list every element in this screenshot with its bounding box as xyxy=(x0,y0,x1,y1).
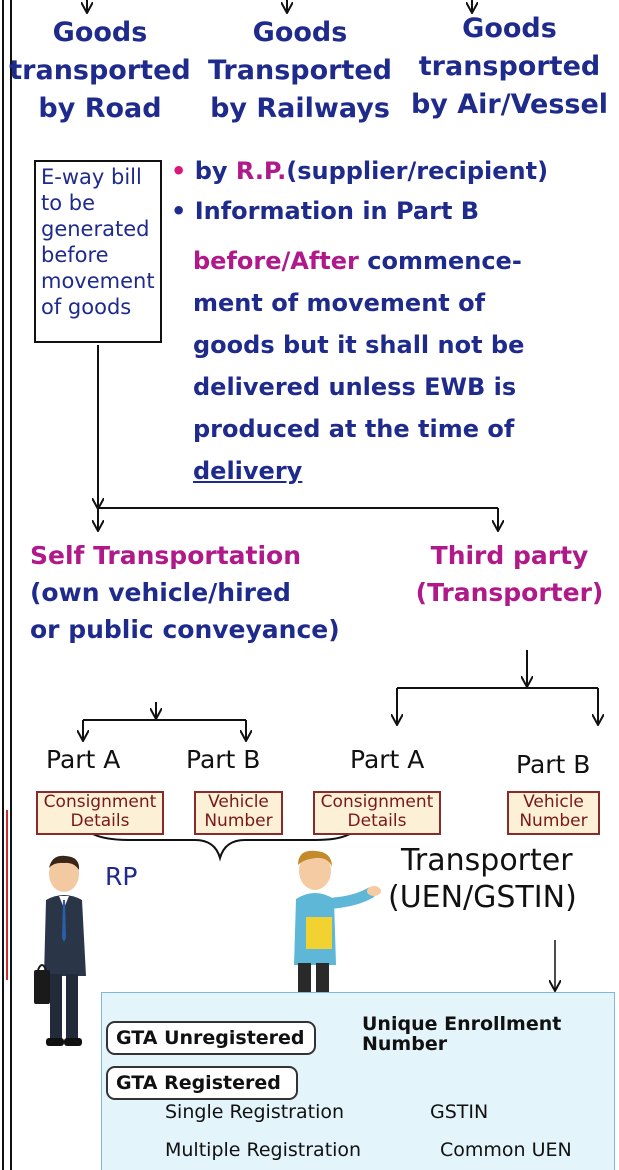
uen-label-line2: Number xyxy=(362,1033,448,1055)
eway-bill-box: E-way bill to be generated before moveme… xyxy=(34,160,162,343)
self-transport-line1: Self Transportation xyxy=(30,541,302,570)
tag-vehicle-third-l1: Vehicle xyxy=(523,792,584,812)
transporter-line1: Transporter xyxy=(401,843,573,878)
third-part-a: Part A xyxy=(350,745,425,774)
tag-vehicle-self-l2: Number xyxy=(204,811,273,831)
rp-label: RP xyxy=(105,862,138,891)
multiple-registration-label: Multiple Registration xyxy=(165,1139,362,1161)
tag-vehicle-self-l1: Vehicle xyxy=(208,792,269,812)
mode-road: Goods transported by Road xyxy=(0,14,200,128)
eway-box-line1: E-way bill xyxy=(41,165,142,189)
third-party-heading: Third party (Transporter) xyxy=(402,537,617,611)
bullet-1-rp: R.P. xyxy=(235,157,287,185)
mode-air-line3: by Air/Vessel xyxy=(410,89,609,120)
mode-rail-line2: Transported xyxy=(207,55,393,86)
eway-box-line2: to be xyxy=(41,191,96,215)
mode-air: Goods transported by Air/Vessel xyxy=(402,10,617,124)
mode-air-line1: Goods xyxy=(462,13,557,44)
mode-rail-line3: by Railways xyxy=(210,93,390,124)
tag-consignment-self-l2: Details xyxy=(70,811,130,831)
left-edge-marker xyxy=(0,810,8,980)
mode-road-line1: Goods xyxy=(52,17,148,48)
eway-box-line4: before xyxy=(41,243,109,267)
tag-vehicle-third-l2: Number xyxy=(519,811,588,831)
tag-vehicle-self: Vehicle Number xyxy=(194,791,283,835)
bullet-8: delivery xyxy=(193,457,303,485)
bullet-2-text: Information in Part B xyxy=(194,197,480,225)
bullet-7: produced at the time of xyxy=(193,415,515,443)
gstin-label: GSTIN xyxy=(430,1101,489,1123)
transporter-line2: (UEN/GSTIN) xyxy=(388,880,577,915)
transporter-label: Transporter (UEN/GSTIN) xyxy=(388,842,577,916)
bullet-5: goods but it shall not be xyxy=(193,331,525,359)
tag-vehicle-third: Vehicle Number xyxy=(507,791,600,835)
single-registration-label: Single Registration xyxy=(165,1101,345,1123)
bullet-3-highlight: before/After xyxy=(193,247,359,275)
bullet-2: • Information in Part B xyxy=(171,196,616,240)
bullet-dot-icon: • xyxy=(171,197,187,225)
mode-rail-line1: Goods xyxy=(252,17,348,48)
tag-consignment-third-l1: Consignment xyxy=(320,792,434,812)
self-transport-line2: (own vehicle/hired xyxy=(30,578,291,607)
bullet-2-cont: before/After commence- ment of movement … xyxy=(171,240,616,492)
tag-consignment-third-l2: Details xyxy=(347,811,407,831)
bullet-dot-icon: • xyxy=(171,157,187,185)
self-transport-heading: Self Transportation (own vehicle/hired o… xyxy=(30,537,340,648)
common-uen-label: Common UEN xyxy=(440,1139,572,1161)
businessman-icon xyxy=(34,855,86,1046)
tag-consignment-self-l1: Consignment xyxy=(43,792,157,812)
bullet-1: • by R.P.(supplier/recipient) xyxy=(171,156,616,196)
self-part-a: Part A xyxy=(46,745,121,774)
mode-air-line2: transported xyxy=(418,51,601,82)
uen-label: Unique Enrollment Number xyxy=(362,1014,561,1054)
bullet-6: delivered unless EWB is xyxy=(193,373,517,401)
self-transport-line3: or public conveyance) xyxy=(30,615,340,644)
gta-unregistered-box: GTA Unregistered xyxy=(106,1021,316,1055)
uen-label-line1: Unique Enrollment xyxy=(362,1013,562,1035)
eway-box-line6: of goods xyxy=(41,295,132,319)
bullet-1-suffix: (supplier/recipient) xyxy=(286,157,549,185)
third-party-line1: Third party xyxy=(430,541,589,570)
third-part-b: Part B xyxy=(516,750,591,779)
tag-consignment-third: Consignment Details xyxy=(313,791,441,835)
mode-road-line2: transported xyxy=(9,55,191,86)
bullet-3-rest: commence- xyxy=(358,247,522,275)
eway-box-line3: generated xyxy=(41,217,150,241)
bullet-1-prefix: by xyxy=(194,157,236,185)
mode-rail: Goods Transported by Railways xyxy=(200,14,400,128)
mode-road-line3: by Road xyxy=(38,93,162,124)
tag-consignment-self: Consignment Details xyxy=(36,791,164,835)
rail-air-bullets: • by R.P.(supplier/recipient) • Informat… xyxy=(171,156,616,492)
bullet-4: ment of movement of xyxy=(193,289,486,317)
gta-registered-box: GTA Registered xyxy=(106,1066,298,1100)
self-part-b: Part B xyxy=(186,745,261,774)
eway-box-line5: movement xyxy=(41,269,155,293)
third-party-line2: (Transporter) xyxy=(415,578,604,607)
